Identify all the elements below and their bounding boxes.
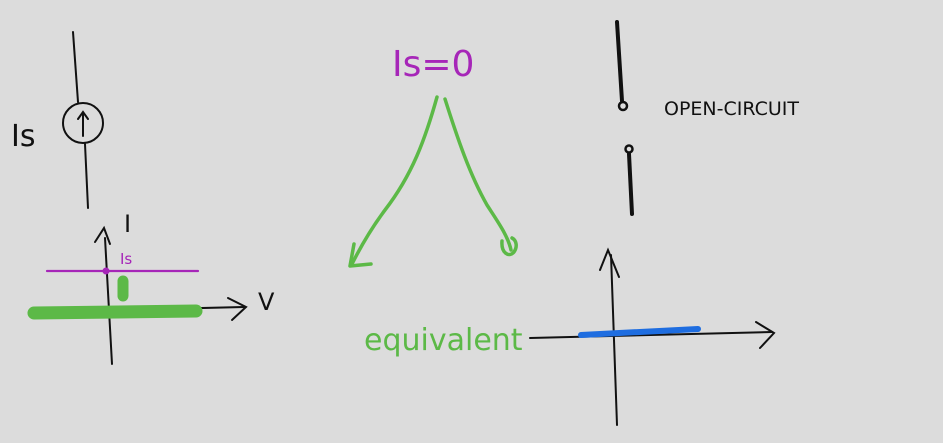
current-source-symbol (62, 102, 104, 144)
source-current-intercept-dot (102, 267, 110, 275)
oc-current-axis-line (610, 254, 618, 426)
right-arrow-shaft (443, 97, 513, 252)
equivalent-characteristic-line (27, 304, 203, 320)
left-arrow-shaft (350, 95, 439, 266)
oc-current-axis-arrow-icon (599, 247, 620, 278)
source-upper-wire (72, 31, 79, 103)
equivalent-label: equivalent (364, 323, 523, 358)
source-lower-wire (84, 143, 89, 209)
source-current-level-label: Is (120, 250, 132, 268)
current-source-diagram (62, 31, 104, 209)
open-circuit-characteristic-line (578, 326, 701, 338)
oc-voltage-axis-line (529, 331, 773, 339)
equivalence-arrows (348, 95, 518, 268)
current-axis-label: I (124, 210, 131, 238)
source-iv-graph (27, 225, 248, 365)
open-circuit-upper-wire (615, 20, 624, 103)
voltage-axis-label: V (258, 288, 275, 316)
open-circuit-diagram (615, 20, 634, 216)
zero-current-condition-label: Is=0 (392, 44, 474, 85)
left-arrow-head-icon (348, 242, 373, 268)
open-circuit-lower-terminal (624, 144, 634, 154)
open-circuit-label: OPEN-CIRCUIT (664, 98, 799, 120)
right-arrow-head-icon (500, 236, 518, 257)
open-circuit-lower-wire (627, 152, 634, 216)
open-circuit-iv-graph (529, 247, 776, 426)
oc-voltage-axis-arrow-icon (755, 321, 776, 349)
source-label: Is (11, 119, 35, 154)
open-circuit-upper-terminal (617, 100, 629, 112)
current-axis-line (104, 237, 113, 365)
voltage-axis-arrow-icon (227, 297, 248, 321)
current-axis-arrow-icon (94, 225, 111, 245)
source-arrow-icon (77, 110, 89, 137)
